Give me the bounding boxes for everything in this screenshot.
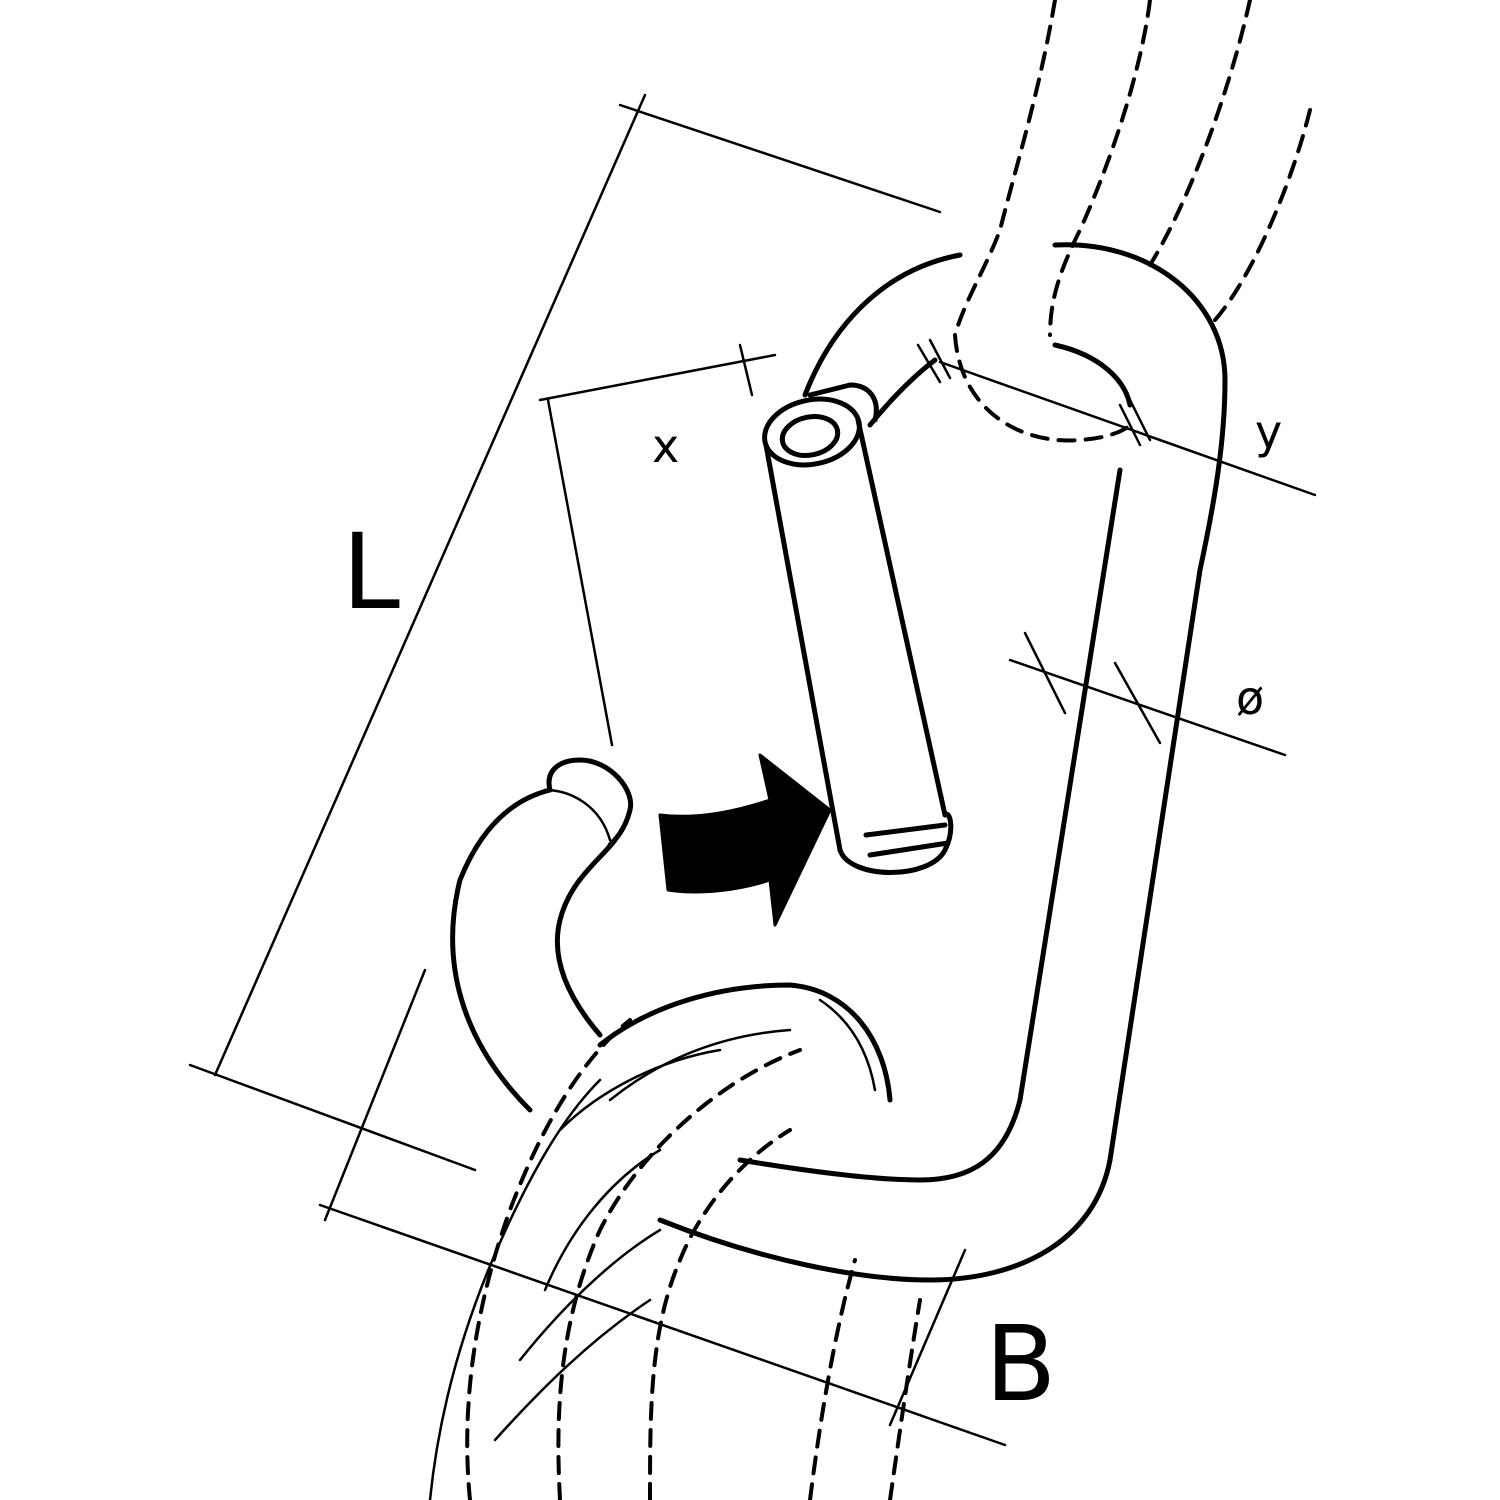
bottom-rope-twist-g xyxy=(818,998,877,1092)
bottom-rope-top-outline xyxy=(597,982,893,1103)
bottom-rope-strand-2 xyxy=(648,1128,792,1500)
dim-diameter-tick-2 xyxy=(1113,661,1162,745)
dim-y-tick-left-1 xyxy=(916,343,942,384)
label-diameter: ø xyxy=(1236,671,1264,725)
top-rope-strand-2 xyxy=(1213,108,1312,322)
gate-pin-slot-top xyxy=(863,822,948,838)
dim-L-line xyxy=(213,93,647,1077)
dim-x-tick xyxy=(738,343,754,397)
gate-pivot-block xyxy=(807,382,879,423)
top-rope-left-edge xyxy=(953,0,1057,337)
body-outer-top-left xyxy=(802,252,963,398)
bottom-rope-twist-d xyxy=(493,1298,652,1442)
dim-x-left-extension xyxy=(546,398,614,747)
dim-B-left-extension xyxy=(323,968,427,1222)
dim-L-top-extension xyxy=(618,103,942,214)
gate-pin-left-edge xyxy=(763,442,843,853)
dim-B-line xyxy=(318,1203,1007,1447)
bottom-rope-twist-b xyxy=(543,1148,662,1292)
gate-pin xyxy=(762,396,954,875)
body-inner-contour xyxy=(737,467,1123,1183)
dim-y-tick-right-2 xyxy=(1128,398,1152,442)
dim-y-line xyxy=(938,360,1317,497)
bottom-rope-strand-1 xyxy=(556,1048,802,1500)
bottom-rope-twist-f xyxy=(608,1028,792,1102)
bottom-rope-twist-c xyxy=(518,1228,662,1362)
top-rope-right-edge xyxy=(1048,0,1152,337)
dimension-diameter xyxy=(1008,631,1287,757)
dim-L-bottom-extension xyxy=(188,1063,477,1172)
label-length: L xyxy=(342,511,400,633)
dimension-B xyxy=(318,968,1007,1447)
carabiner-body xyxy=(657,242,1228,1283)
dim-diameter-tick-1 xyxy=(1023,631,1067,715)
dim-diameter-line xyxy=(1008,658,1287,757)
bottom-rope-strand-4 xyxy=(888,1298,922,1500)
body-inner-top-arc xyxy=(1052,342,1133,408)
closing-arrow-icon xyxy=(658,753,832,927)
body-nose-inner xyxy=(867,357,938,428)
gate-pin-bottom-end xyxy=(837,811,954,875)
hook-outer xyxy=(450,787,553,1113)
top-rope-loop xyxy=(953,333,1132,443)
label-gate-opening: x xyxy=(652,419,679,473)
top-rope xyxy=(953,0,1312,443)
dim-y-tick-left-2 xyxy=(928,338,952,380)
dim-y-tick-right-1 xyxy=(1118,403,1142,447)
dimension-y xyxy=(916,338,1317,497)
gate-pin-slot-bottom xyxy=(867,840,951,858)
hook-inner xyxy=(554,837,618,1038)
bottom-rope xyxy=(428,982,922,1500)
body-outer-contour xyxy=(657,242,1228,1283)
dim-x-line xyxy=(538,353,777,402)
bottom-rope-twist-a xyxy=(428,1078,602,1500)
dimension-x xyxy=(538,343,777,747)
gate-pin-right-edge xyxy=(855,417,948,818)
label-inner-width: y xyxy=(1255,405,1282,459)
gate-pin-top-end xyxy=(762,396,862,468)
dim-B-right-extension xyxy=(888,1248,967,1427)
dimension-L xyxy=(188,93,942,1172)
bottom-rope-twist-e xyxy=(558,1048,722,1132)
label-width: B xyxy=(985,1303,1056,1425)
hook-tip-cap-line xyxy=(543,788,612,842)
gate-pin-hole xyxy=(779,414,841,458)
hook-tip-cap xyxy=(546,757,634,848)
hook-tip xyxy=(450,757,634,1113)
top-rope-strand-1 xyxy=(1148,0,1252,267)
bottom-rope-strand-3 xyxy=(808,1258,857,1500)
